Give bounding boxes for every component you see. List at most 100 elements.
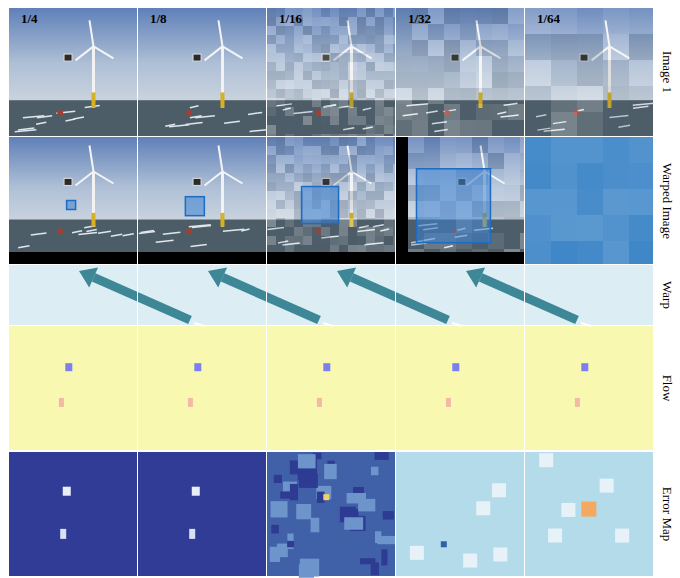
pixel-block xyxy=(303,146,312,155)
pixel-block xyxy=(267,53,276,62)
pixel-block xyxy=(525,163,551,189)
pixel-block xyxy=(472,249,488,252)
pixel-block xyxy=(339,125,348,134)
turbine-blade xyxy=(75,172,93,186)
pixel-block xyxy=(375,182,384,191)
pixel-block xyxy=(267,71,276,80)
turbine-blade xyxy=(93,172,113,184)
pixel-block xyxy=(348,26,357,35)
pixel-block xyxy=(276,53,285,62)
pixel-block xyxy=(375,125,384,134)
pixel-block xyxy=(428,104,444,120)
pixel-block xyxy=(357,62,366,71)
pixel-block xyxy=(312,134,321,136)
pixel-block xyxy=(276,218,285,227)
pixel-block xyxy=(366,116,375,125)
pixel-block xyxy=(476,88,492,104)
pixel-block xyxy=(603,34,629,60)
pixel-block xyxy=(492,88,508,104)
pixel-block xyxy=(357,53,366,62)
pixel-block xyxy=(348,191,357,200)
pixel-block xyxy=(321,80,330,89)
pixel-block xyxy=(366,155,375,164)
pixel-block xyxy=(393,62,395,71)
error-patch xyxy=(299,473,318,487)
warp-void xyxy=(267,137,395,264)
pixel-block xyxy=(476,120,492,136)
pixel-block xyxy=(348,155,357,164)
pixel-block xyxy=(312,164,321,173)
pixel-block xyxy=(384,134,393,136)
pixel-block xyxy=(348,200,357,209)
pixel-block xyxy=(339,44,348,53)
row-label: Warp xyxy=(661,281,674,309)
error-speck xyxy=(441,541,447,547)
row-label: Image 1 xyxy=(661,51,674,93)
pixel-block xyxy=(339,200,348,209)
pixel-block xyxy=(339,116,348,125)
region-box xyxy=(67,201,76,210)
pixel-block xyxy=(603,8,629,34)
pixel-block xyxy=(577,215,603,241)
pixel-block xyxy=(366,62,375,71)
pixel-block xyxy=(488,249,504,252)
pixel-block xyxy=(330,164,339,173)
pixel-block xyxy=(551,112,577,136)
pixel-block xyxy=(330,53,339,62)
pixel-block xyxy=(393,17,395,26)
pixel-block xyxy=(520,185,524,201)
pixel-block xyxy=(375,71,384,80)
pixel-block xyxy=(488,153,504,169)
pixel-block xyxy=(357,44,366,53)
pixel-block xyxy=(408,137,424,153)
pixel-block xyxy=(525,112,551,136)
flow-field xyxy=(138,326,266,450)
wave xyxy=(86,230,96,232)
pixel-block xyxy=(339,98,348,107)
turbine-tower xyxy=(221,46,224,107)
pixel-block xyxy=(339,62,348,71)
pixel-block xyxy=(384,236,393,245)
pixel-block xyxy=(330,155,339,164)
pixel-block xyxy=(525,137,551,163)
pixel-block xyxy=(440,153,456,169)
pixel-block xyxy=(294,107,303,116)
pixel-block xyxy=(339,236,348,245)
turbine-tower xyxy=(221,172,224,227)
pixel-block xyxy=(267,200,276,209)
pixel-block xyxy=(285,137,294,146)
pixel-block xyxy=(294,173,303,182)
pixel-block xyxy=(267,116,276,125)
pixel-block xyxy=(303,98,312,107)
pixel-block xyxy=(267,98,276,107)
pixel-block xyxy=(412,104,428,120)
pixel-block xyxy=(428,40,444,56)
pixel-block xyxy=(312,236,321,245)
wave xyxy=(36,122,46,124)
sea xyxy=(138,220,266,252)
pixel-block xyxy=(456,249,472,252)
pixel-block xyxy=(303,89,312,98)
pixel-block xyxy=(603,86,629,112)
error-patch xyxy=(410,546,424,560)
error-patch xyxy=(548,529,562,543)
pixel-block xyxy=(393,107,395,116)
pixel-block xyxy=(444,72,460,88)
pixel-block xyxy=(312,26,321,35)
pixel-block xyxy=(393,155,395,164)
error-field xyxy=(138,452,266,576)
pixel-block xyxy=(520,169,524,185)
pixel-block xyxy=(525,86,551,112)
pixel-block xyxy=(460,120,476,136)
separator xyxy=(395,8,396,576)
pixel-block xyxy=(396,24,412,40)
pixel-block xyxy=(267,26,276,35)
pixel-block xyxy=(444,88,460,104)
pixel-block xyxy=(312,17,321,26)
pixel-block xyxy=(276,137,285,146)
pixel-block xyxy=(492,40,508,56)
error-patch xyxy=(561,503,575,517)
pixel-block xyxy=(276,236,285,245)
pixel-block xyxy=(492,24,508,40)
pixel-block xyxy=(525,215,551,241)
